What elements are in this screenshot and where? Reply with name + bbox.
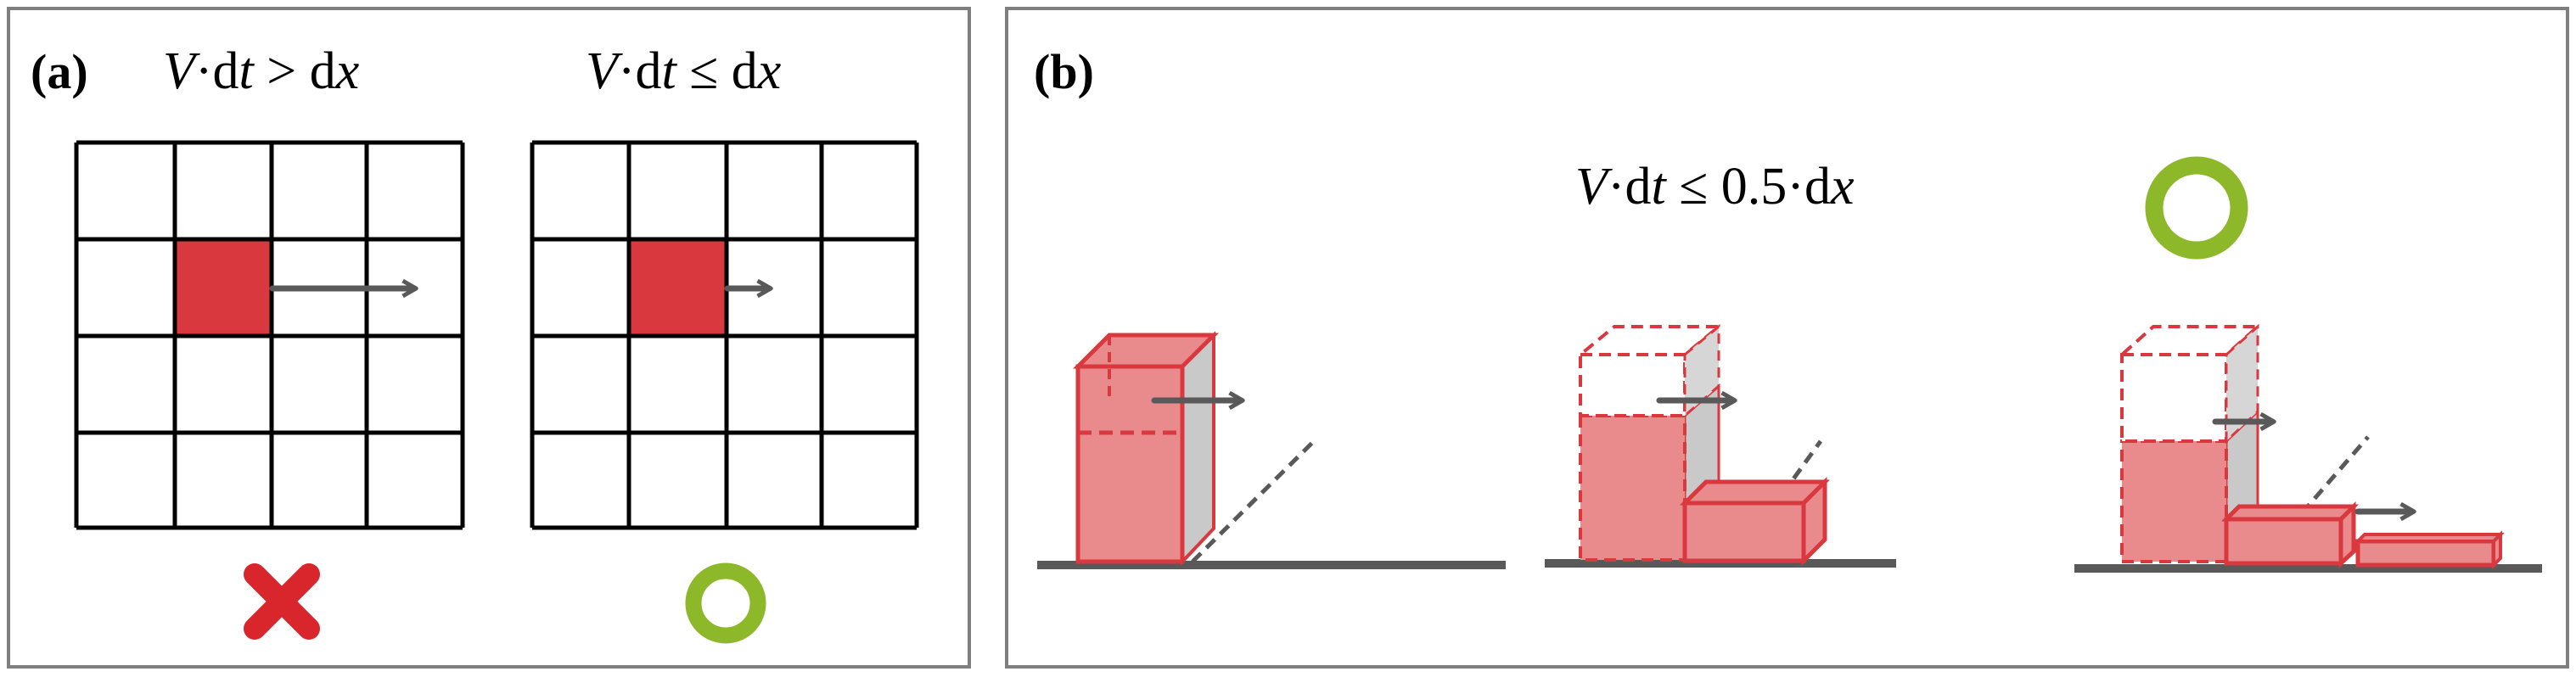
- panel-a: (a) V·dt > dx V·dt ≤ dx: [7, 7, 971, 669]
- cond-b-d: ·d: [1608, 158, 1652, 215]
- remaining-column: [1579, 414, 1686, 562]
- left-grid-lines: [74, 140, 465, 530]
- cond-a-left-d: ·d: [195, 42, 239, 100]
- stage-3: [2074, 323, 2542, 573]
- panel-b-label: (b): [1034, 44, 1094, 99]
- panel-a-label: (a): [31, 44, 88, 99]
- cond-a-left-v: V: [163, 42, 200, 100]
- slope-guide-2: [1757, 439, 1823, 528]
- spilled-block-first: [2220, 501, 2360, 568]
- moving-cell: [176, 239, 272, 335]
- moved-portion-outline: [1579, 353, 1686, 417]
- panel-a-left-condition: V·dt > dx: [163, 42, 360, 100]
- spilled-block-second: [2354, 530, 2505, 569]
- cond-a-left-t: t: [239, 42, 255, 100]
- circle-icon: [2145, 156, 2248, 260]
- cond-a-left-op: > d: [254, 42, 336, 100]
- spilled-block: [1679, 476, 1831, 567]
- panel-a-right-condition: V·dt ≤ dx: [586, 42, 782, 100]
- right-grid: [530, 140, 919, 530]
- panel-b-condition: V·dt ≤ 0.5·dx: [1575, 158, 1855, 215]
- moved-portion-outline-large: [2120, 353, 2228, 443]
- cond-a-right-op: ≤ d: [676, 42, 758, 100]
- cond-b-t: t: [1652, 158, 1668, 215]
- left-grid: [74, 140, 465, 530]
- moving-cell-small-step: [630, 239, 727, 335]
- cond-b-x: x: [1830, 158, 1855, 215]
- cond-a-right-v: V: [586, 42, 623, 100]
- cross-icon: [244, 563, 320, 640]
- slope-guide-1: [1191, 438, 1317, 563]
- remaining-column-small: [2120, 439, 2228, 563]
- stage-2: [1545, 323, 1896, 568]
- right-grid-lines: [530, 140, 919, 530]
- cond-b-op: ≤ 0.5·d: [1666, 158, 1831, 215]
- cond-a-right-t: t: [662, 42, 678, 100]
- panel-b: (b) V·dt ≤ 0.5·dx: [1005, 7, 2569, 669]
- water-column-block: [1072, 331, 1220, 567]
- stage-1: [1037, 331, 1506, 569]
- cond-a-left-x: x: [335, 42, 360, 100]
- slope-guide-3: [2300, 435, 2370, 515]
- circle-icon: [685, 562, 766, 644]
- cond-a-right-d: ·d: [618, 42, 662, 100]
- cond-b-v: V: [1575, 158, 1613, 215]
- cond-a-right-x: x: [757, 42, 782, 100]
